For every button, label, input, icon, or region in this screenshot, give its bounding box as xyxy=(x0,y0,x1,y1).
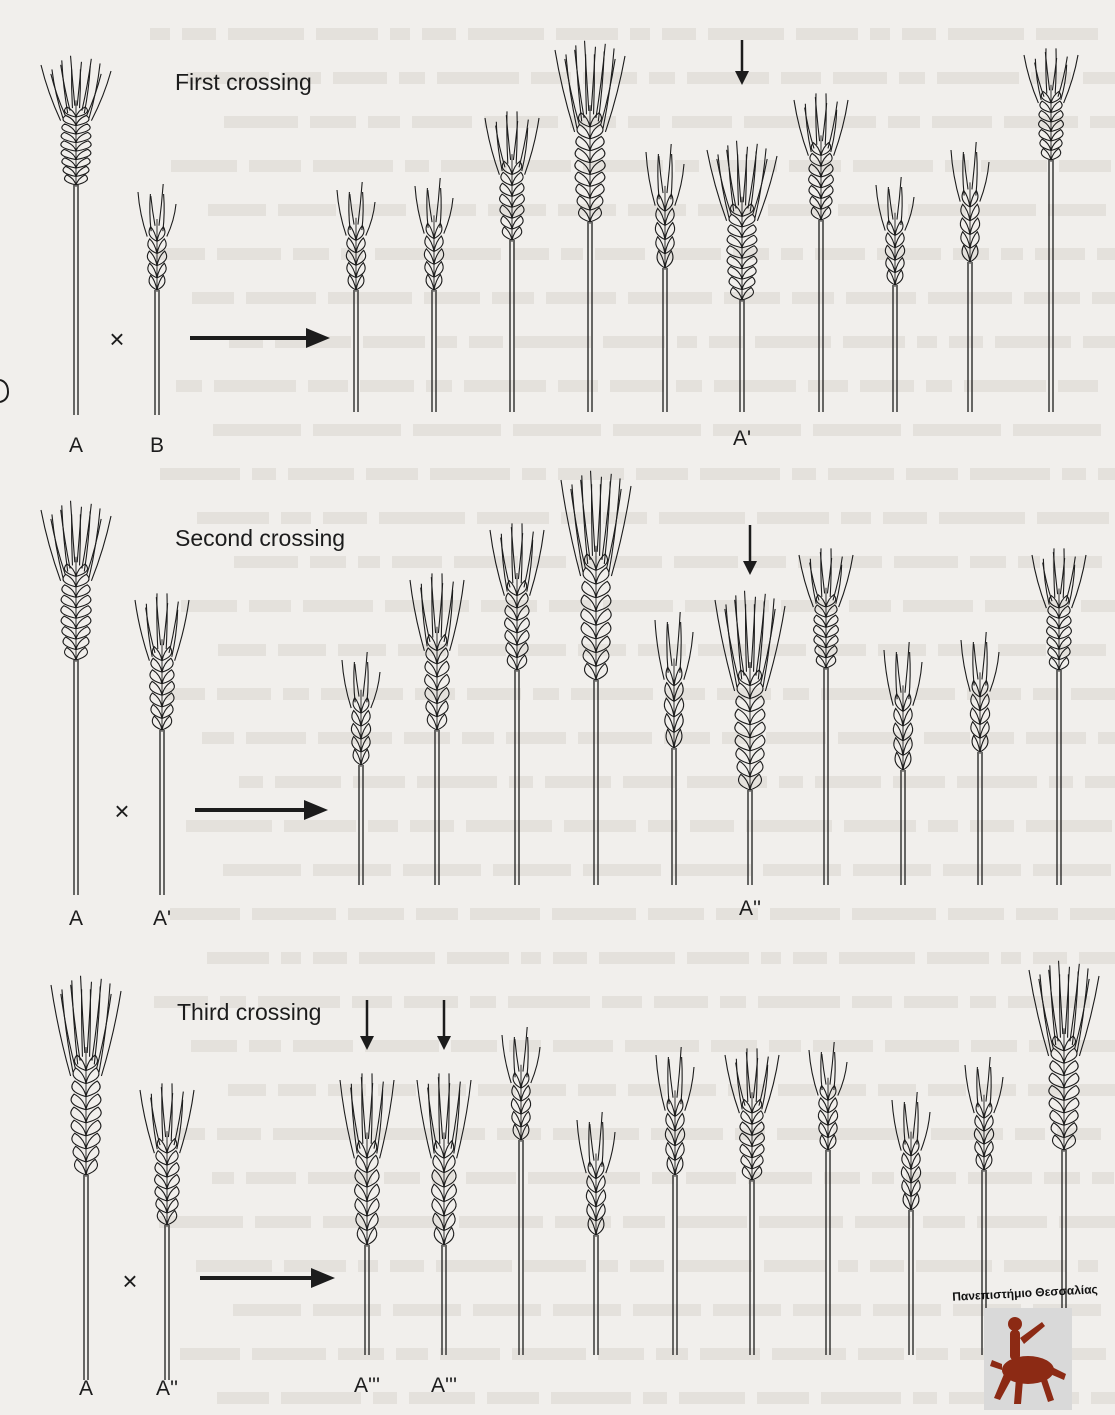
parent-label: A xyxy=(79,1377,93,1400)
wheat-spike xyxy=(809,1042,847,1355)
cross-symbol: × xyxy=(109,324,124,354)
wheat-spike xyxy=(415,178,453,412)
scan-artifact xyxy=(0,380,8,402)
cross-symbol: × xyxy=(114,796,129,826)
selection-arrow-icon xyxy=(735,40,749,85)
selection-arrow-icon xyxy=(743,525,757,575)
wheat-spike xyxy=(490,523,544,885)
wheat-spike xyxy=(646,144,684,412)
wheat-spike xyxy=(51,976,121,1380)
wheat-spike xyxy=(410,573,464,885)
wheat-spike xyxy=(41,501,111,895)
wheat-spike xyxy=(892,1092,930,1355)
wheat-spike xyxy=(799,548,853,885)
wheat-spike xyxy=(794,93,848,412)
wheat-spike xyxy=(138,184,176,415)
crossing-title: First crossing xyxy=(175,69,312,95)
selection-arrow-icon xyxy=(437,1000,451,1050)
wheat-spike xyxy=(876,177,914,412)
parent-label: A' xyxy=(153,907,171,930)
selection-arrow-icon xyxy=(360,1000,374,1050)
wheat-spike xyxy=(140,1083,194,1380)
crossing-title: Second crossing xyxy=(175,525,345,551)
wheat-spike xyxy=(725,1048,779,1355)
cross-arrow-icon xyxy=(190,328,330,348)
wheat-spike xyxy=(340,1073,394,1355)
wheat-spike xyxy=(502,1027,540,1355)
crossing-row-2: Second crossingA A' × A'' xyxy=(41,471,1086,930)
cross-symbol: × xyxy=(122,1266,137,1296)
offspring-label: A''' xyxy=(354,1374,380,1397)
wheat-spike xyxy=(337,182,375,412)
cross-arrow-icon xyxy=(200,1268,335,1288)
crossing-title: Third crossing xyxy=(177,999,321,1025)
wheat-spike xyxy=(485,111,539,412)
wheat-spike xyxy=(715,591,785,885)
offspring-label: A'' xyxy=(739,897,761,920)
wheat-spike xyxy=(656,1047,694,1355)
wheat-spike xyxy=(884,642,922,885)
offspring-label: A' xyxy=(733,427,751,450)
wheat-spike xyxy=(555,41,625,412)
offspring-label: A''' xyxy=(431,1374,457,1397)
university-logo: Πανεπιστήμιο Θεσσαλίας xyxy=(938,1286,1112,1410)
parent-label: B xyxy=(150,434,164,457)
wheat-spike xyxy=(1032,548,1086,885)
cross-arrow-icon xyxy=(195,800,328,820)
parent-label: A xyxy=(69,434,83,457)
wheat-spike xyxy=(577,1112,615,1355)
wheat-spike xyxy=(41,56,111,415)
wheat-spike xyxy=(561,471,631,885)
wheat-spike xyxy=(417,1073,471,1355)
wheat-spike xyxy=(342,652,380,885)
crossing-row-1: First crossingA B × A' xyxy=(41,40,1078,457)
centaur-icon xyxy=(984,1308,1072,1410)
logo-box xyxy=(984,1308,1072,1410)
wheat-spike xyxy=(1024,48,1078,412)
parent-label: A'' xyxy=(156,1377,178,1400)
wheat-spike xyxy=(951,142,989,412)
wheat-spike xyxy=(655,612,693,885)
wheat-spike xyxy=(135,593,189,895)
wheat-spike xyxy=(961,632,999,885)
wheat-spike xyxy=(707,141,777,412)
parent-label: A xyxy=(69,907,83,930)
